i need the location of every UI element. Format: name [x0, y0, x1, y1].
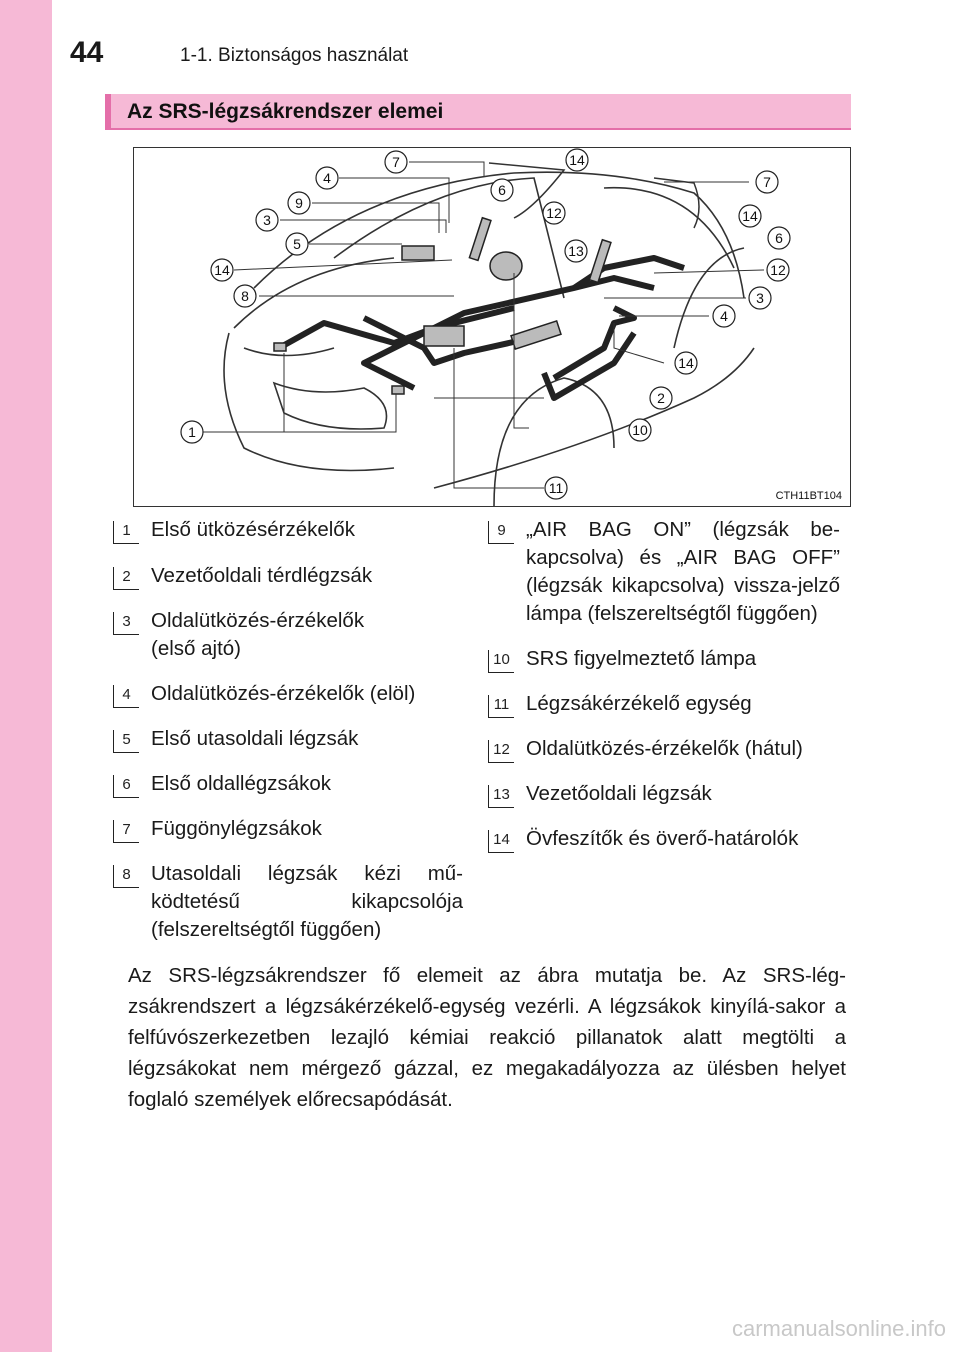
- car-rear-window: [604, 188, 734, 268]
- car-diagram: 7 14 4 7 6 9 12 14 3 6 5 13 14 12 8 3 4 …: [134, 148, 850, 506]
- callout-5-label: 5: [293, 236, 301, 252]
- legend-num-11: 11: [488, 695, 514, 718]
- legend-item-7: 7 Függönylégzsákok: [113, 815, 463, 843]
- callout-7b-label: 7: [763, 174, 771, 190]
- legend-text-1: Első ütközésérzékelők: [151, 516, 463, 544]
- legend-text-4: Oldalütközés-érzékelők (elöl): [151, 680, 463, 708]
- car-headlight: [244, 348, 334, 356]
- side-band: [0, 0, 52, 1352]
- callout-14b-label: 14: [742, 208, 758, 224]
- legend-item-6: 6 Első oldallégzsákok: [113, 770, 463, 798]
- legend-item-3: 3 Oldalütközés-érzékelők (első ajtó): [113, 607, 406, 663]
- figure-code: CTH11BT104: [776, 490, 842, 502]
- legend-text-8: Utasoldali légzsák kézi mű-ködtetésű kik…: [151, 860, 463, 944]
- leader-12: [654, 270, 764, 273]
- legend-num-8: 8: [113, 865, 139, 888]
- callout-6a-label: 6: [498, 182, 506, 198]
- legend-text-7: Függönylégzsákok: [151, 815, 463, 843]
- airbag-system-figure: 7 14 4 7 6 9 12 14 3 6 5 13 14 12 8 3 4 …: [133, 147, 851, 507]
- legend-item-2: 2 Vezetőoldali térdlégzsák: [113, 562, 463, 590]
- legend-item-9: 9 „AIR BAG ON” (légzsák be-kapcsolva) és…: [488, 516, 840, 628]
- callout-14a-label: 14: [569, 152, 585, 168]
- legend-num-3: 3: [113, 612, 139, 635]
- callout-4b-label: 4: [720, 308, 728, 324]
- leader-3: [280, 220, 446, 233]
- callout-12a-label: 12: [546, 205, 562, 221]
- legend-item-1: 1 Első ütközésérzékelők: [113, 516, 463, 544]
- legend-num-14: 14: [488, 830, 514, 853]
- section-header: Az SRS-légzsákrendszer elemei: [105, 94, 851, 130]
- legend-text-6: Első oldallégzsákok: [151, 770, 463, 798]
- legend-text-12: Oldalütközés-érzékelők (hátul): [526, 735, 840, 763]
- callout-14d-label: 14: [678, 355, 694, 371]
- legend-text-3: Oldalütközés-érzékelők (első ajtó): [151, 607, 406, 663]
- legend-text-5: Első utasoldali légzsák: [151, 725, 463, 753]
- front-sensor-left: [274, 343, 286, 351]
- front-sensor-right: [392, 386, 404, 394]
- legend-num-5: 5: [113, 730, 139, 753]
- callout-1-label: 1: [188, 424, 196, 440]
- legend-item-8: 8 Utasoldali légzsák kézi mű-ködtetésű k…: [113, 860, 463, 944]
- legend-num-2: 2: [113, 567, 139, 590]
- legend-left-column: 1 Első ütközésérzékelők 2 Vezetőoldali t…: [113, 516, 463, 944]
- legend-item-5: 5 Első utasoldali légzsák: [113, 725, 463, 753]
- running-head: 1-1. Biztonságos használat: [180, 45, 408, 67]
- legend-text-9: „AIR BAG ON” (légzsák be-kapcsolva) és „…: [526, 516, 840, 628]
- side-airbag-right: [589, 240, 611, 283]
- legend-text-14: Övfeszítők és överő-határolók: [526, 825, 840, 853]
- callout-10-label: 10: [632, 422, 648, 438]
- body-paragraph: Az SRS-légzsákrendszer fő elemeit az ábr…: [128, 960, 846, 1115]
- callout-13-label: 13: [568, 243, 584, 259]
- callout-3a-label: 3: [263, 212, 271, 228]
- section-title: Az SRS-légzsákrendszer elemei: [127, 100, 443, 124]
- legend-num-1: 1: [113, 521, 139, 544]
- car-side-lower: [434, 348, 754, 488]
- side-airbag-left: [469, 218, 491, 261]
- watermark: carmanualsonline.info: [732, 1316, 946, 1342]
- leader-1: [196, 353, 284, 432]
- legend-item-11: 11 Légzsákérzékelő egység: [488, 690, 840, 718]
- legend-num-6: 6: [113, 775, 139, 798]
- callout-4a-label: 4: [323, 170, 331, 186]
- leader-7: [409, 162, 484, 176]
- page-number: 44: [70, 36, 103, 70]
- car-grille: [274, 383, 387, 429]
- legend-text-13: Vezetőoldali légzsák: [526, 780, 840, 808]
- legend-text-10: SRS figyelmeztető lámpa: [526, 645, 840, 673]
- callout-2-label: 2: [657, 390, 665, 406]
- legend-text-11: Légzsákérzékelő egység: [526, 690, 840, 718]
- legend-right-column: 9 „AIR BAG ON” (légzsák be-kapcsolva) és…: [488, 516, 840, 853]
- callout-12b-label: 12: [770, 262, 786, 278]
- wiring-harness-side: [554, 308, 634, 378]
- leader-14a: [234, 260, 452, 270]
- legend-num-4: 4: [113, 685, 139, 708]
- legend-num-13: 13: [488, 785, 514, 808]
- callout-14c-label: 14: [214, 262, 230, 278]
- leader-11: [454, 348, 544, 488]
- legend-num-7: 7: [113, 820, 139, 843]
- legend-num-10: 10: [488, 650, 514, 673]
- legend-item-12: 12 Oldalütközés-érzékelők (hátul): [488, 735, 840, 763]
- knee-airbag: [511, 321, 561, 349]
- wiring-harness-front: [279, 308, 514, 348]
- legend-item-13: 13 Vezetőoldali légzsák: [488, 780, 840, 808]
- legend-num-12: 12: [488, 740, 514, 763]
- legend-item-4: 4 Oldalütközés-érzékelők (elöl): [113, 680, 463, 708]
- callout-9-label: 9: [295, 195, 303, 211]
- callout-6b-label: 6: [775, 230, 783, 246]
- passenger-airbag: [402, 246, 434, 260]
- legend-num-9: 9: [488, 521, 514, 544]
- driver-airbag: [490, 252, 522, 280]
- legend-item-10: 10 SRS figyelmeztető lámpa: [488, 645, 840, 673]
- callout-8-label: 8: [241, 288, 249, 304]
- callout-11-label: 11: [549, 480, 564, 496]
- callout-3b-label: 3: [756, 290, 764, 306]
- callout-7a-label: 7: [392, 154, 400, 170]
- legend-text-2: Vezetőoldali térdlégzsák: [151, 562, 463, 590]
- legend-item-14: 14 Övfeszítők és överő-határolók: [488, 825, 840, 853]
- airbag-sensor-unit: [424, 326, 464, 346]
